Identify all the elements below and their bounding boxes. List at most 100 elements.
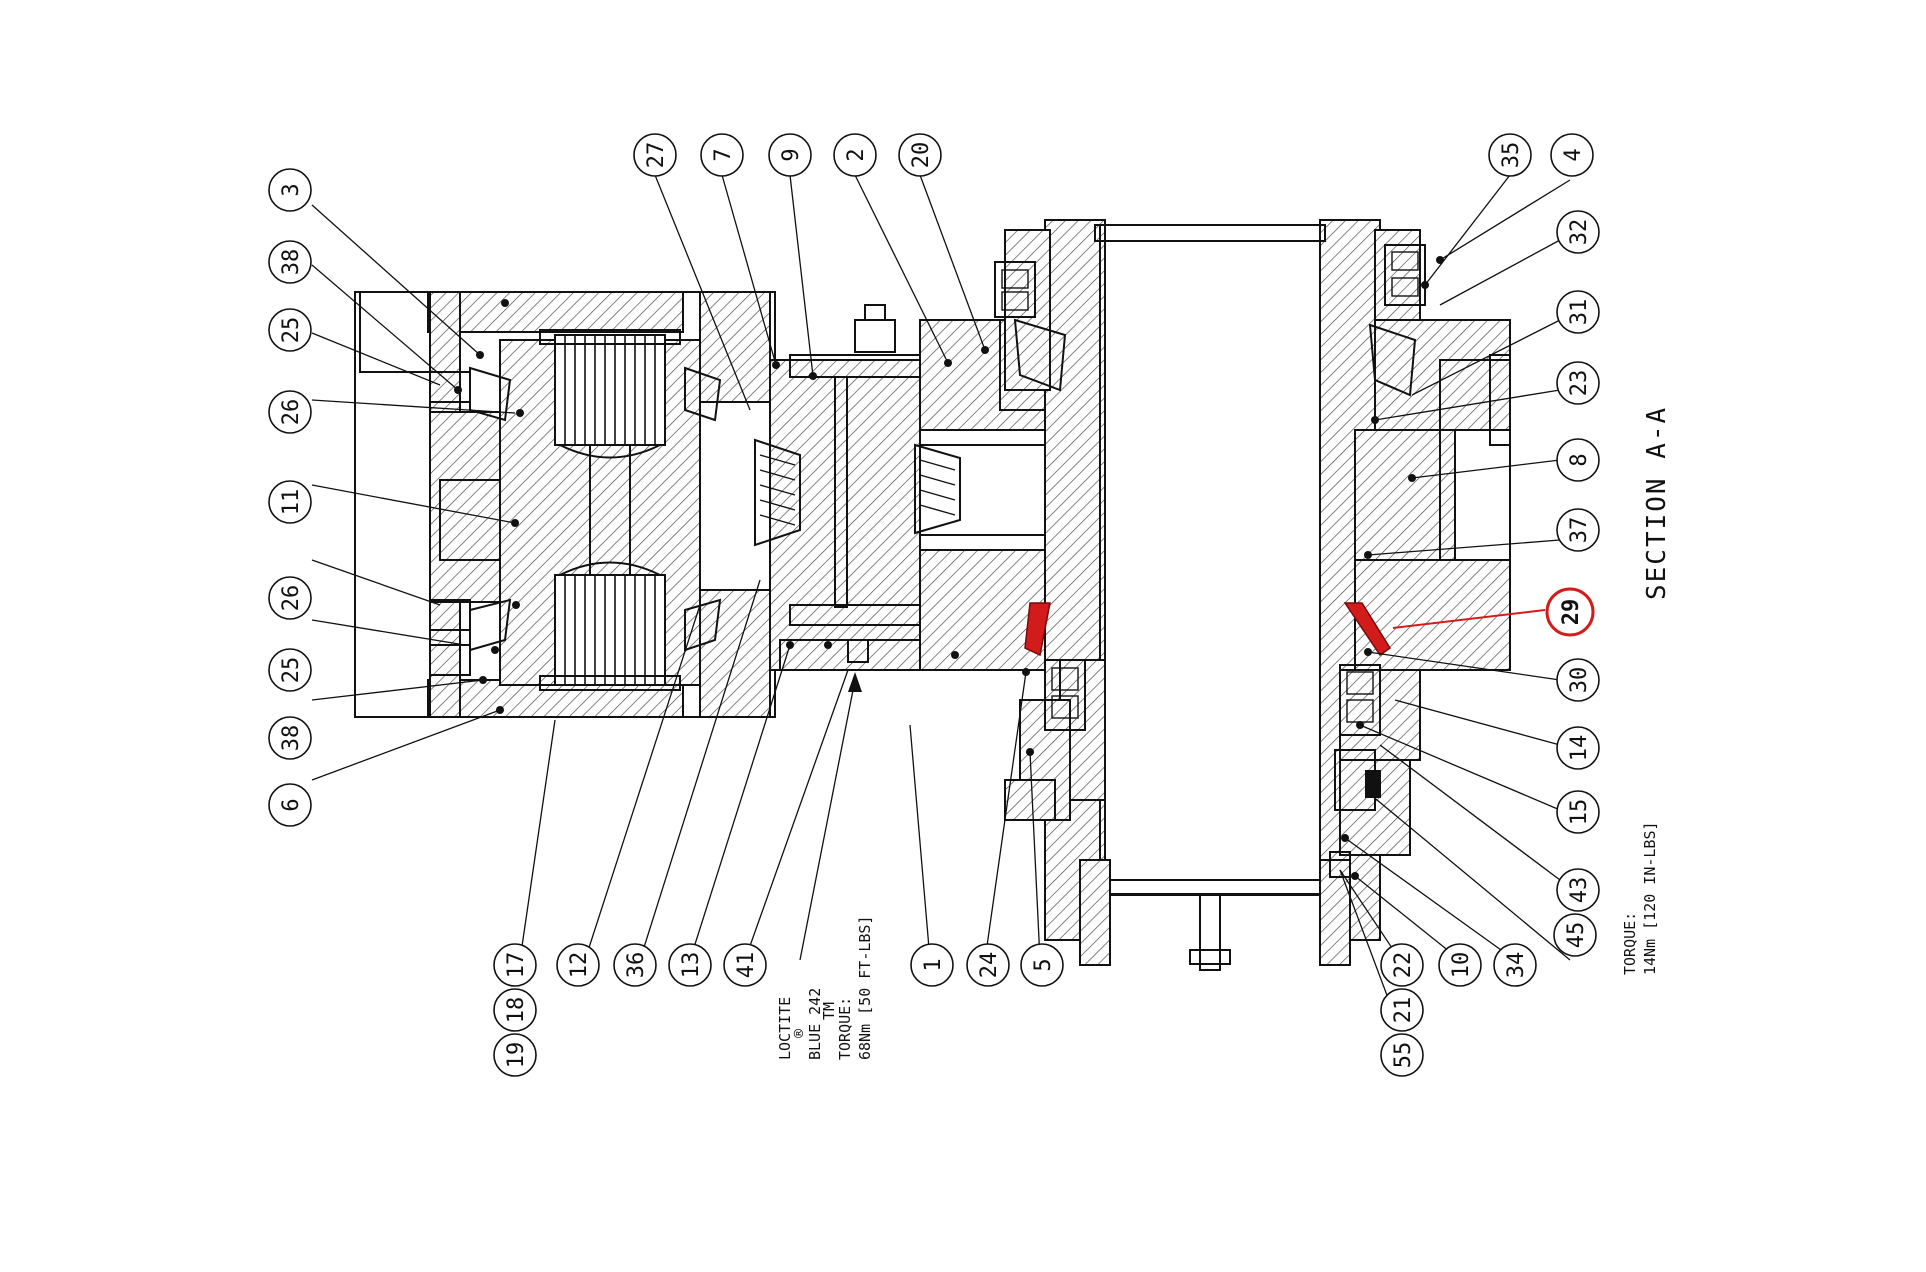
callout-21: 21 <box>1380 988 1424 1032</box>
callout-11: 11 <box>268 480 312 524</box>
right-torque-note: TORQUE: 14Nm [120 IN-LBS] <box>1621 821 1659 975</box>
callout-4: 4 <box>1550 133 1594 177</box>
part-29-highlight <box>1024 602 1392 657</box>
svg-text:3: 3 <box>279 183 304 196</box>
callout-20: 20 <box>898 133 942 177</box>
svg-text:4: 4 <box>1561 148 1586 161</box>
callout-27: 27 <box>633 133 677 177</box>
callout-17: 17 <box>493 943 537 987</box>
callout-35: 35 <box>1488 133 1532 177</box>
svg-text:25: 25 <box>279 657 304 684</box>
callout-22: 22 <box>1380 943 1424 987</box>
svg-text:45: 45 <box>1564 922 1589 949</box>
callout-8: 8 <box>1556 438 1600 482</box>
callouts-top: 27 7 9 2 20 35 4 <box>633 133 1594 177</box>
svg-text:26: 26 <box>279 399 304 426</box>
callout-6: 6 <box>268 783 312 827</box>
left-housing <box>354 291 776 718</box>
callout-25-upper: 25 <box>268 308 312 352</box>
svg-text:32: 32 <box>1567 219 1592 246</box>
svg-text:34: 34 <box>1504 952 1529 979</box>
callouts-right: 32 31 23 8 37 30 14 15 43 29 <box>1545 210 1600 912</box>
callout-36: 36 <box>613 943 657 987</box>
svg-text:68Nm [50 FT-LBS]: 68Nm [50 FT-LBS] <box>856 916 874 1061</box>
svg-text:55: 55 <box>1391 1042 1416 1069</box>
callout-23: 23 <box>1556 361 1600 405</box>
svg-text:41: 41 <box>734 952 759 979</box>
callout-13: 13 <box>668 943 712 987</box>
loctite-torque-note: LOCTITE ® BLUE 242 TM TORQUE: 68Nm [50 F… <box>776 916 874 1061</box>
svg-text:31: 31 <box>1567 299 1592 326</box>
callout-7: 7 <box>700 133 744 177</box>
svg-text:8: 8 <box>1567 453 1592 466</box>
svg-text:20: 20 <box>909 142 934 169</box>
svg-text:5: 5 <box>1031 958 1056 971</box>
svg-text:6: 6 <box>279 798 304 811</box>
callout-38-lower: 38 <box>268 716 312 760</box>
svg-text:37: 37 <box>1567 517 1592 544</box>
output-spindle <box>1004 219 1511 971</box>
svg-text:19: 19 <box>504 1042 529 1069</box>
svg-text:18: 18 <box>504 997 529 1024</box>
callout-30: 30 <box>1556 658 1600 702</box>
svg-text:TORQUE:: TORQUE: <box>1621 912 1639 975</box>
callout-1: 1 <box>910 943 954 987</box>
svg-text:23: 23 <box>1567 370 1592 397</box>
callout-15: 15 <box>1556 790 1600 834</box>
callout-24: 24 <box>966 943 1010 987</box>
callouts-bottom: 17 12 36 13 41 1 24 5 22 10 34 45 18 21 … <box>493 913 1597 1077</box>
callout-43: 43 <box>1556 868 1600 912</box>
callouts-left: 3 38 25 26 11 26 25 38 6 <box>268 168 312 827</box>
svg-text:SECTION A-A: SECTION A-A <box>1642 406 1672 600</box>
svg-text:12: 12 <box>567 952 592 979</box>
svg-text:14Nm [120 IN-LBS]: 14Nm [120 IN-LBS] <box>1641 821 1659 975</box>
section-title: SECTION A-A <box>1642 406 1672 600</box>
svg-text:24: 24 <box>977 952 1002 979</box>
callout-55: 55 <box>1380 1033 1424 1077</box>
svg-text:30: 30 <box>1567 667 1592 694</box>
callout-34: 34 <box>1493 943 1537 987</box>
callout-10: 10 <box>1438 943 1482 987</box>
svg-text:43: 43 <box>1567 877 1592 904</box>
left-bearings <box>469 366 722 652</box>
svg-text:15: 15 <box>1567 799 1592 826</box>
callout-12: 12 <box>556 943 600 987</box>
leader-lines <box>311 174 1571 1031</box>
callout-37: 37 <box>1556 508 1600 552</box>
svg-text:BLUE 242: BLUE 242 <box>806 988 824 1060</box>
svg-text:35: 35 <box>1499 142 1524 169</box>
svg-text:13: 13 <box>679 952 704 979</box>
svg-text:26: 26 <box>279 585 304 612</box>
svg-text:21: 21 <box>1391 997 1416 1024</box>
svg-text:36: 36 <box>624 952 649 979</box>
svg-text:25: 25 <box>279 317 304 344</box>
callout-38-upper: 38 <box>268 240 312 284</box>
svg-text:®: ® <box>790 1028 808 1038</box>
svg-text:TORQUE:: TORQUE: <box>836 997 854 1060</box>
svg-text:14: 14 <box>1567 735 1592 762</box>
callout-26-upper: 26 <box>268 390 312 434</box>
planet-gear-shaft <box>499 329 701 691</box>
callout-32: 32 <box>1556 210 1600 254</box>
svg-text:1: 1 <box>921 958 946 971</box>
callout-18: 18 <box>493 988 537 1032</box>
callout-29-highlighted: 29 <box>1545 587 1595 637</box>
svg-text:17: 17 <box>504 952 529 979</box>
svg-text:38: 38 <box>279 725 304 752</box>
svg-text:9: 9 <box>779 148 804 161</box>
svg-text:22: 22 <box>1391 952 1416 979</box>
callout-19: 19 <box>493 1033 537 1077</box>
svg-text:2: 2 <box>844 148 869 161</box>
callout-5: 5 <box>1020 943 1064 987</box>
callout-14: 14 <box>1556 726 1600 770</box>
svg-text:10: 10 <box>1449 952 1474 979</box>
carrier-section <box>754 304 921 671</box>
svg-text:29: 29 <box>1559 599 1584 626</box>
callout-25-lower: 25 <box>268 648 312 692</box>
callout-2: 2 <box>833 133 877 177</box>
callout-41: 41 <box>723 943 767 987</box>
svg-text:7: 7 <box>711 148 736 161</box>
callout-9: 9 <box>768 133 812 177</box>
spindle-bearings <box>994 244 1426 878</box>
